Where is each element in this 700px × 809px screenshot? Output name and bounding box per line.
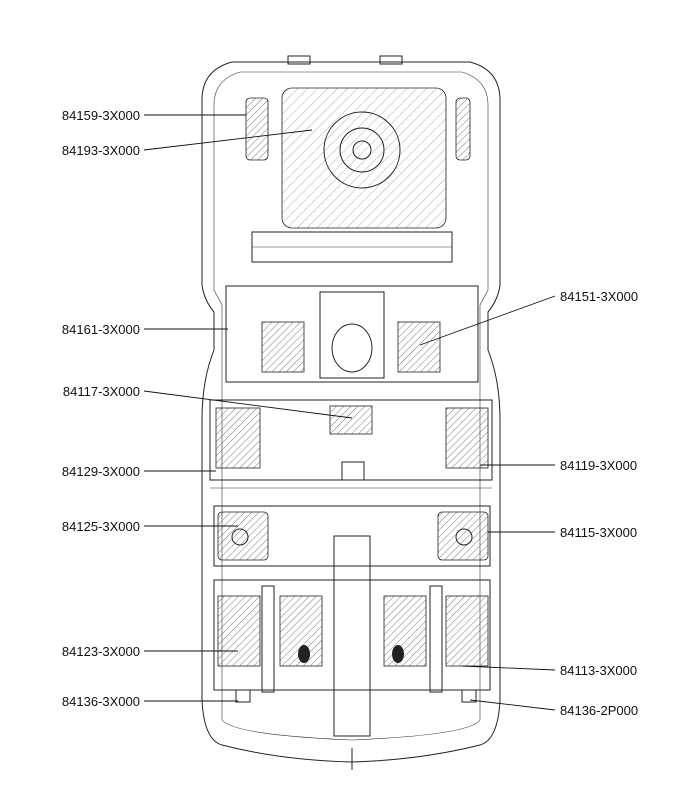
part-label: 84193-3X000 xyxy=(62,143,140,158)
floor-center-panel xyxy=(329,405,373,435)
part-label: 84117-3X000 xyxy=(63,384,140,399)
trunk-mid-right-panel xyxy=(383,595,427,667)
part-label: 84115-3X000 xyxy=(560,525,637,540)
part-label: 84119-3X000 xyxy=(560,458,637,473)
front-compartment xyxy=(245,87,471,263)
center-spine xyxy=(333,535,371,737)
spare-well-outer xyxy=(323,111,401,189)
front-tab-right xyxy=(379,55,403,65)
trunk-right-plug xyxy=(392,645,404,663)
seat-section xyxy=(225,285,479,383)
spare-well-mid xyxy=(339,127,385,173)
front-left-strip xyxy=(245,97,269,161)
rear-panels xyxy=(213,505,491,567)
leader-84193 xyxy=(143,129,313,151)
rear-frame xyxy=(213,505,491,567)
trunk-left-plug xyxy=(298,645,310,663)
floor-right-panel xyxy=(445,407,489,469)
rear-left-bracket xyxy=(235,689,251,703)
body-inner-outline xyxy=(213,71,489,741)
leader-84136-right xyxy=(469,699,556,711)
part-label: 84113-3X000 xyxy=(560,663,637,678)
vehicle-body xyxy=(201,55,501,770)
trunk-frame xyxy=(213,579,491,691)
leader-84113 xyxy=(461,665,556,671)
trunk-rail-right xyxy=(429,585,443,693)
rear-right-boss xyxy=(455,528,473,546)
trunk-section xyxy=(213,535,491,737)
part-label: 84136-3X000 xyxy=(62,694,140,709)
floor-section xyxy=(209,399,493,489)
front-right-strip xyxy=(455,97,471,161)
part-labels: 84159-3X000 84193-3X000 84161-3X000 8411… xyxy=(62,108,638,718)
trunk-rail-left xyxy=(261,585,275,693)
seat-left-panel xyxy=(261,321,305,373)
trunk-left-panel xyxy=(217,595,261,667)
rear-left-panel xyxy=(217,511,269,561)
leader-84151 xyxy=(419,295,556,346)
seat-frame xyxy=(225,285,479,383)
part-label: 84123-3X000 xyxy=(62,644,140,659)
rear-right-bracket xyxy=(461,689,477,703)
rear-left-boss xyxy=(231,528,249,546)
front-tab-left xyxy=(287,55,311,65)
tunnel-top xyxy=(319,291,385,379)
part-label: 84161-3X000 xyxy=(62,322,140,337)
leader-84117 xyxy=(143,390,353,419)
seat-right-panel xyxy=(397,321,441,373)
rear-right-panel xyxy=(437,511,489,561)
floor-left-panel xyxy=(215,407,261,469)
part-label: 84151-3X000 xyxy=(560,289,638,304)
tunnel-opening xyxy=(331,323,373,373)
part-label: 84136-2P000 xyxy=(560,703,638,718)
part-label: 84159-3X000 xyxy=(62,108,140,123)
trunk-right-panel xyxy=(445,595,489,667)
spare-well-inner xyxy=(352,140,372,160)
floor-center-box xyxy=(341,461,365,481)
leader-lines xyxy=(143,114,556,711)
part-label: 84125-3X000 xyxy=(62,519,140,534)
part-label: 84129-3X000 xyxy=(62,464,140,479)
front-floor-panel xyxy=(281,87,447,229)
